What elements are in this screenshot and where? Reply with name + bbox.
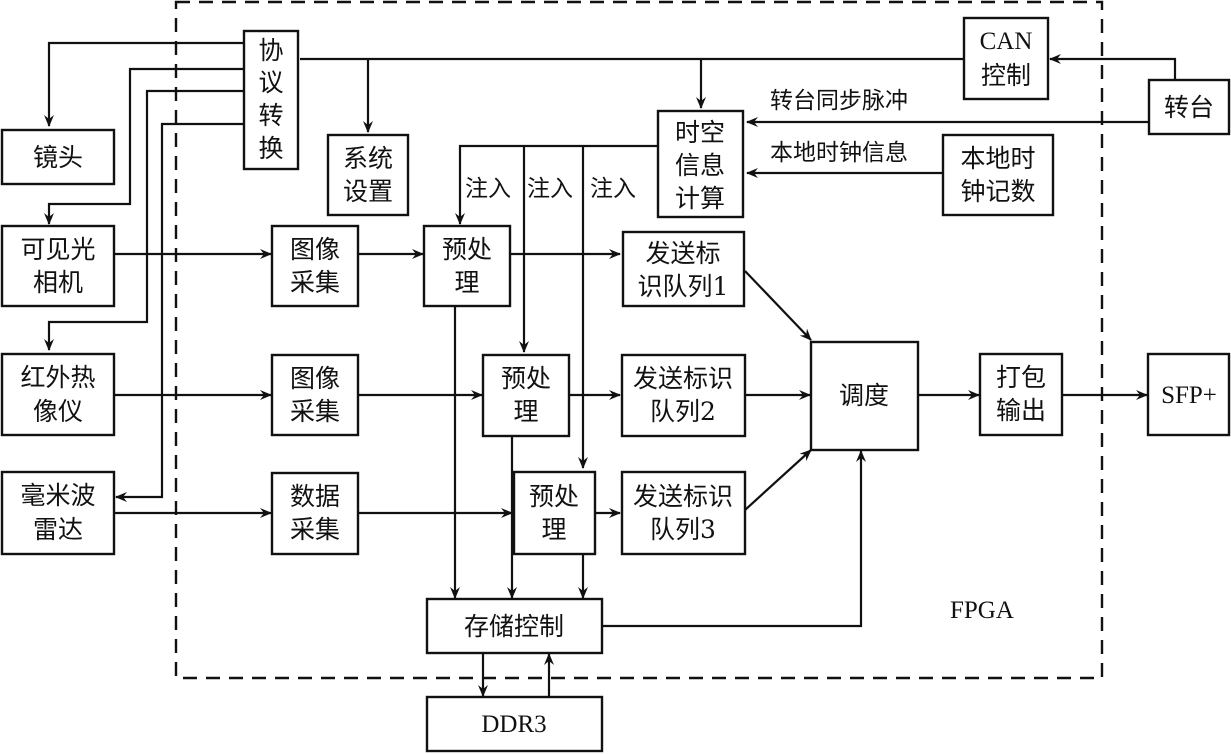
block-text: CAN bbox=[980, 28, 1033, 55]
block-can-control[interactable]: CAN 控制 bbox=[962, 16, 1050, 101]
block-turntable[interactable]: 转台 bbox=[1147, 78, 1231, 136]
block-local-clock-counter[interactable]: 本地时 钟记数 bbox=[941, 133, 1055, 217]
edge-inject-bus bbox=[455, 144, 658, 225]
block-text: 钟记数 bbox=[960, 177, 1035, 206]
block-preprocess-2[interactable]: 预处 理 bbox=[481, 353, 571, 438]
block-text: 理 bbox=[513, 397, 538, 426]
edge-storage-scheduler bbox=[602, 450, 866, 628]
connections bbox=[44, 41, 1177, 697]
label-local-clock-info: 本地时钟信息 bbox=[770, 140, 908, 166]
fpga-region-border bbox=[174, 0, 1104, 680]
block-send-queue-3[interactable]: 发送标识 队列3 bbox=[620, 470, 747, 556]
block-send-queue-2[interactable]: 发送标识 队列2 bbox=[620, 353, 747, 438]
block-text: 红外热 bbox=[20, 363, 95, 392]
block-text: 打包 bbox=[996, 363, 1046, 392]
block-text: 输出 bbox=[996, 396, 1046, 425]
block-text: 发送标识 bbox=[633, 364, 733, 393]
block-text: 识队列1 bbox=[638, 272, 729, 301]
block-text: 采集 bbox=[290, 515, 340, 544]
label-inject-3: 注入 bbox=[590, 176, 636, 202]
edge-protocol-radar bbox=[115, 122, 244, 502]
block-visible-camera[interactable]: 可见光 相机 bbox=[0, 224, 116, 308]
block-mmwave-radar[interactable]: 毫米波 雷达 bbox=[0, 470, 116, 556]
block-text: 协 bbox=[258, 36, 283, 65]
block-storage-control[interactable]: 存储控制 bbox=[425, 597, 604, 655]
block-text: SFP+ bbox=[1161, 382, 1217, 409]
block-text: 转台 bbox=[1164, 93, 1214, 122]
block-infrared-imager[interactable]: 红外热 像仪 bbox=[0, 352, 116, 437]
block-spacetime-calc[interactable]: 时空 信息 计算 bbox=[656, 109, 745, 219]
edge-queue3-scheduler bbox=[744, 449, 812, 511]
block-text: 数据 bbox=[290, 482, 340, 511]
block-text: 雷达 bbox=[33, 515, 83, 544]
block-system-settings[interactable]: 系统 设置 bbox=[326, 133, 410, 217]
block-text: 系统 bbox=[343, 144, 393, 173]
block-protocol-conversion[interactable]: 协 议 转 换 bbox=[242, 29, 300, 171]
block-text: 换 bbox=[258, 134, 283, 163]
block-text: 像仪 bbox=[33, 397, 83, 426]
label-inject-2: 注入 bbox=[527, 176, 573, 202]
block-text: 控制 bbox=[981, 61, 1031, 90]
block-text: 毫米波 bbox=[20, 481, 95, 510]
block-lens[interactable]: 镜头 bbox=[0, 128, 116, 186]
block-data-acquisition[interactable]: 数据 采集 bbox=[270, 471, 360, 556]
block-text: 理 bbox=[454, 268, 479, 297]
block-text: 发送标 bbox=[645, 239, 720, 268]
block-pack-output[interactable]: 打包 输出 bbox=[978, 352, 1064, 437]
block-ddr3[interactable]: DDR3 bbox=[425, 695, 604, 753]
block-image-acquisition-2[interactable]: 图像 采集 bbox=[270, 353, 360, 437]
block-preprocess-3[interactable]: 预处 理 bbox=[512, 470, 597, 556]
block-text: 图像 bbox=[290, 235, 340, 264]
block-text: 采集 bbox=[290, 397, 340, 426]
block-preprocess-1[interactable]: 预处 理 bbox=[422, 224, 512, 308]
block-text: 可见光 bbox=[20, 235, 95, 264]
block-text: 议 bbox=[258, 68, 283, 97]
block-text: DDR3 bbox=[481, 711, 546, 738]
block-text: 图像 bbox=[290, 364, 340, 393]
block-text: 镜头 bbox=[33, 143, 83, 172]
block-text: 队列3 bbox=[650, 515, 716, 544]
fpga-region-label: FPGA bbox=[950, 597, 1014, 624]
edge-queue1-scheduler bbox=[744, 270, 812, 341]
label-inject-1: 注入 bbox=[465, 176, 511, 202]
block-text: 采集 bbox=[290, 268, 340, 297]
block-text: 存储控制 bbox=[464, 612, 564, 641]
edge-protocol-lens bbox=[44, 41, 244, 127]
edge-protocol-infrared bbox=[44, 89, 244, 351]
block-text: 本地时 bbox=[960, 144, 1035, 173]
label-turntable-sync-pulse: 转台同步脉冲 bbox=[770, 88, 908, 114]
block-image-acquisition-1[interactable]: 图像 采集 bbox=[270, 224, 360, 308]
block-text: 转 bbox=[258, 101, 283, 130]
block-text: 设置 bbox=[343, 177, 393, 206]
block-text: 预处 bbox=[442, 235, 492, 264]
block-text: 理 bbox=[541, 515, 566, 544]
block-text: 相机 bbox=[33, 268, 83, 297]
block-text: 发送标识 bbox=[633, 482, 733, 511]
block-text: 预处 bbox=[529, 482, 579, 511]
block-text: 时空 bbox=[675, 118, 725, 147]
block-text: 调度 bbox=[839, 381, 889, 410]
edge-turntable-can bbox=[1049, 54, 1177, 80]
block-send-queue-1[interactable]: 发送标 识队列1 bbox=[621, 230, 746, 308]
block-sfp-plus[interactable]: SFP+ bbox=[1146, 352, 1231, 437]
block-text: 计算 bbox=[675, 184, 725, 213]
edge-protocol-visible-camera bbox=[44, 67, 244, 225]
block-text: 信息 bbox=[675, 151, 725, 180]
block-scheduler[interactable]: 调度 bbox=[809, 340, 920, 452]
block-text: 预处 bbox=[501, 364, 551, 393]
block-text: 队列2 bbox=[650, 397, 716, 426]
